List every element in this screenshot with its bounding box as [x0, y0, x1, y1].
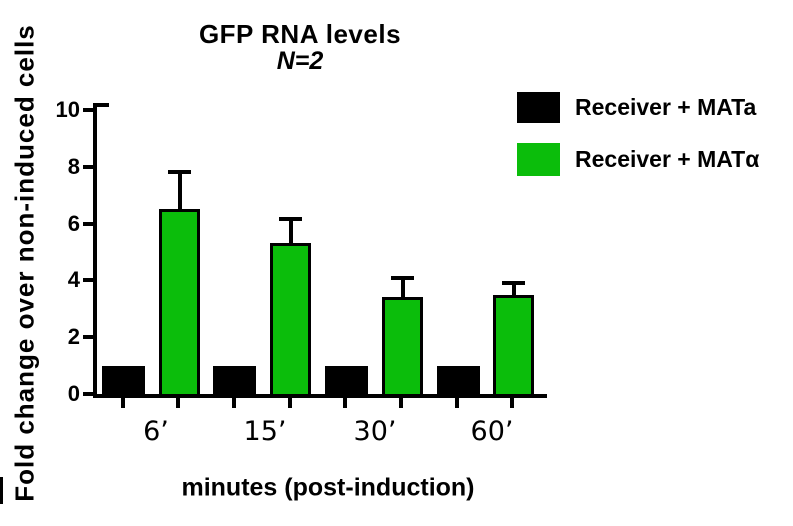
- y-tick-label: 0: [67, 381, 80, 406]
- bar-receiver-matalpha: [382, 297, 423, 397]
- y-axis-tick: [83, 221, 94, 226]
- error-bar-line: [401, 277, 405, 300]
- legend-label-receiver-mata: Receiver + MATa: [575, 94, 757, 120]
- error-bar-line: [289, 219, 293, 246]
- y-tick-label: 2: [67, 324, 80, 350]
- x-category-label: 6’: [143, 416, 169, 447]
- y-axis-tick: [83, 335, 94, 340]
- x-category-label: 15’: [243, 416, 287, 447]
- legend-label-receiver-matalpha: Receiver + MATα: [575, 146, 760, 172]
- y-axis-tick: [83, 278, 94, 283]
- y-tick-label: 4: [67, 267, 80, 293]
- screenshot-artifact-line: [0, 477, 3, 504]
- y-tick-label: 6: [67, 210, 80, 236]
- x-axis-tick: [343, 394, 347, 408]
- chart-title-block: GFP RNA levels N=2: [150, 20, 450, 75]
- x-axis-title: minutes (post-induction): [181, 473, 475, 502]
- x-axis-tick: [399, 394, 403, 408]
- bar-receiver-matalpha: [493, 294, 534, 397]
- chart-subtitle: N=2: [276, 47, 324, 75]
- y-axis-top-cap: [93, 103, 109, 107]
- x-axis-tick: [121, 394, 125, 408]
- x-category-label: 30’: [353, 416, 397, 447]
- x-category-label: 60’: [470, 416, 514, 447]
- x-axis-tick: [288, 394, 292, 408]
- x-axis-line: [93, 394, 547, 398]
- error-bar-line: [178, 172, 182, 212]
- error-bar-cap: [168, 170, 191, 175]
- x-axis-tick: [510, 394, 514, 408]
- error-bar-cap: [279, 217, 302, 222]
- y-axis-tick: [83, 164, 94, 169]
- x-axis-tick: [232, 394, 236, 408]
- y-axis-tick: [83, 392, 94, 396]
- bar-receiver-mata: [102, 365, 145, 397]
- y-axis-line: [93, 103, 97, 397]
- bar-receiver-matalpha: [270, 243, 311, 397]
- bar-receiver-mata: [437, 365, 480, 397]
- error-bar-line: [512, 283, 516, 297]
- error-bar-cap: [391, 275, 414, 280]
- x-axis-tick: [176, 394, 180, 408]
- legend-swatch-green: [517, 143, 560, 176]
- x-axis-tick: [455, 394, 459, 408]
- y-axis-tick: [83, 108, 94, 112]
- bar-receiver-mata: [213, 365, 256, 397]
- legend: Receiver + MATa Receiver + MATα: [517, 92, 787, 182]
- chart-title: GFP RNA levels: [198, 19, 402, 49]
- bar-receiver-mata: [325, 365, 368, 397]
- error-bar-cap: [502, 281, 525, 286]
- bar-receiver-matalpha: [159, 209, 200, 397]
- y-tick-label: 8: [67, 153, 80, 179]
- y-tick-label: 10: [55, 97, 80, 122]
- legend-swatch-black: [517, 92, 560, 123]
